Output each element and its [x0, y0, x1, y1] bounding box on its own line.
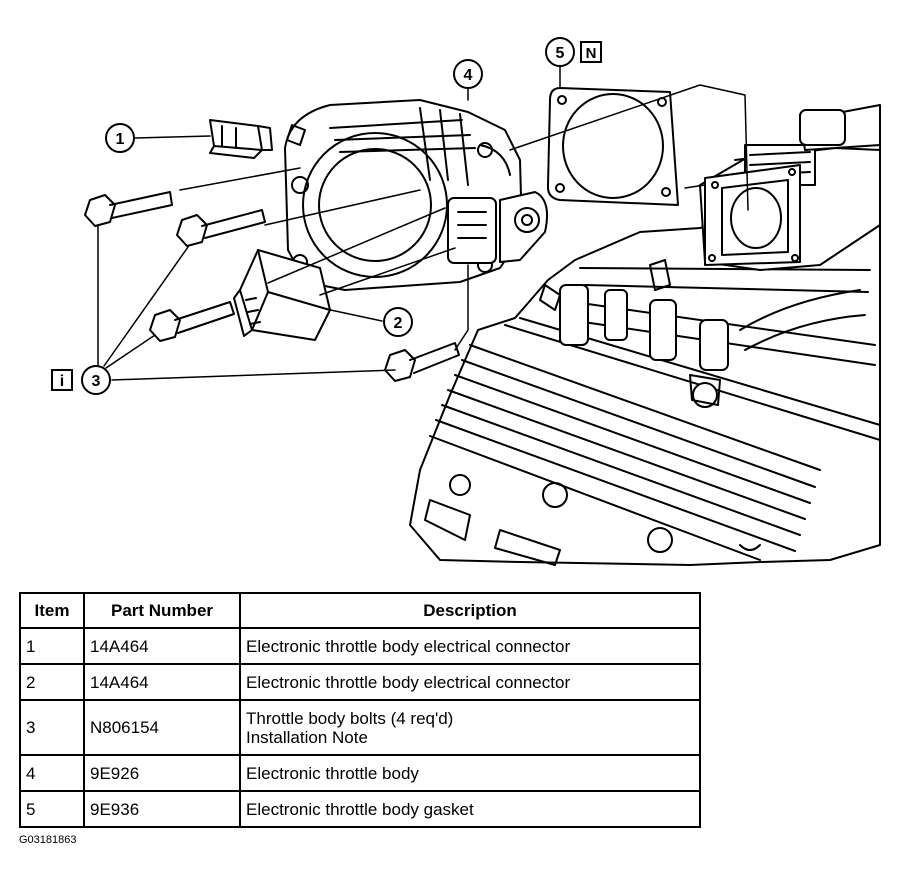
part-number-cell: N806154	[83, 699, 241, 756]
callout-5: 5	[545, 37, 575, 67]
table-row: 4 9E926 Electronic throttle body	[19, 754, 701, 792]
svg-text:N: N	[586, 45, 597, 62]
svg-text:i: i	[60, 373, 64, 390]
description-line: Electronic throttle body electrical conn…	[246, 672, 571, 692]
svg-text:5: 5	[556, 45, 565, 62]
table-header-row: Item Part Number Description	[19, 592, 701, 629]
callout-4: 4	[453, 59, 483, 89]
description-cell: Electronic throttle body electrical conn…	[239, 627, 701, 665]
header-part-number: Part Number	[83, 592, 241, 629]
description-line: Electronic throttle body electrical conn…	[246, 636, 571, 656]
parts-table: Item Part Number Description 1 14A464 El…	[19, 592, 701, 828]
throttle-body-gasket	[546, 87, 679, 206]
part-number-cell: 14A464	[83, 627, 241, 665]
description-cell: Electronic throttle body	[239, 754, 701, 792]
table-row: 1 14A464 Electronic throttle body electr…	[19, 627, 701, 665]
description-line: Throttle body bolts (4 req'd)	[246, 708, 454, 728]
leader-lines	[97, 64, 749, 381]
description-line: Electronic throttle body	[246, 763, 419, 783]
throttle-body-exploded-diagram: 1 2 3 i 4 5 N	[51, 37, 881, 566]
item-cell: 5	[19, 790, 85, 828]
table-row: 2 14A464 Electronic throttle body electr…	[19, 663, 701, 701]
description-line: Electronic throttle body gasket	[246, 799, 474, 819]
throttle-body-bolts	[84, 191, 460, 382]
item-cell: 2	[19, 663, 85, 701]
header-description: Description	[239, 592, 701, 629]
note-n-box: N	[580, 41, 602, 63]
callout-1: 1	[105, 123, 135, 153]
svg-text:2: 2	[394, 315, 403, 332]
callout-2: 2	[383, 307, 413, 337]
item-cell: 3	[19, 699, 85, 756]
table-row: 5 9E936 Electronic throttle body gasket	[19, 790, 701, 828]
description-cell: Electronic throttle body electrical conn…	[239, 663, 701, 701]
throttle-body	[284, 99, 548, 291]
table-row: 3 N806154 Throttle body bolts (4 req'd) …	[19, 699, 701, 756]
installation-note-link[interactable]: Installation Note	[246, 727, 368, 747]
engine-intake-manifold	[409, 104, 881, 566]
figure-id: G03181863	[19, 834, 77, 846]
svg-text:4: 4	[464, 67, 473, 84]
part-number-cell: 14A464	[83, 663, 241, 701]
item-cell: 1	[19, 627, 85, 665]
svg-text:1: 1	[116, 131, 125, 148]
note-i-box: i	[51, 369, 73, 391]
part-number-cell: 9E936	[83, 790, 241, 828]
electrical-connector-1	[209, 119, 273, 159]
header-item: Item	[19, 592, 85, 629]
description-cell: Throttle body bolts (4 req'd) Installati…	[239, 699, 701, 756]
part-number-cell: 9E926	[83, 754, 241, 792]
item-cell: 4	[19, 754, 85, 792]
callout-3: 3	[81, 365, 111, 395]
description-cell: Electronic throttle body gasket	[239, 790, 701, 828]
svg-text:3: 3	[92, 373, 101, 390]
